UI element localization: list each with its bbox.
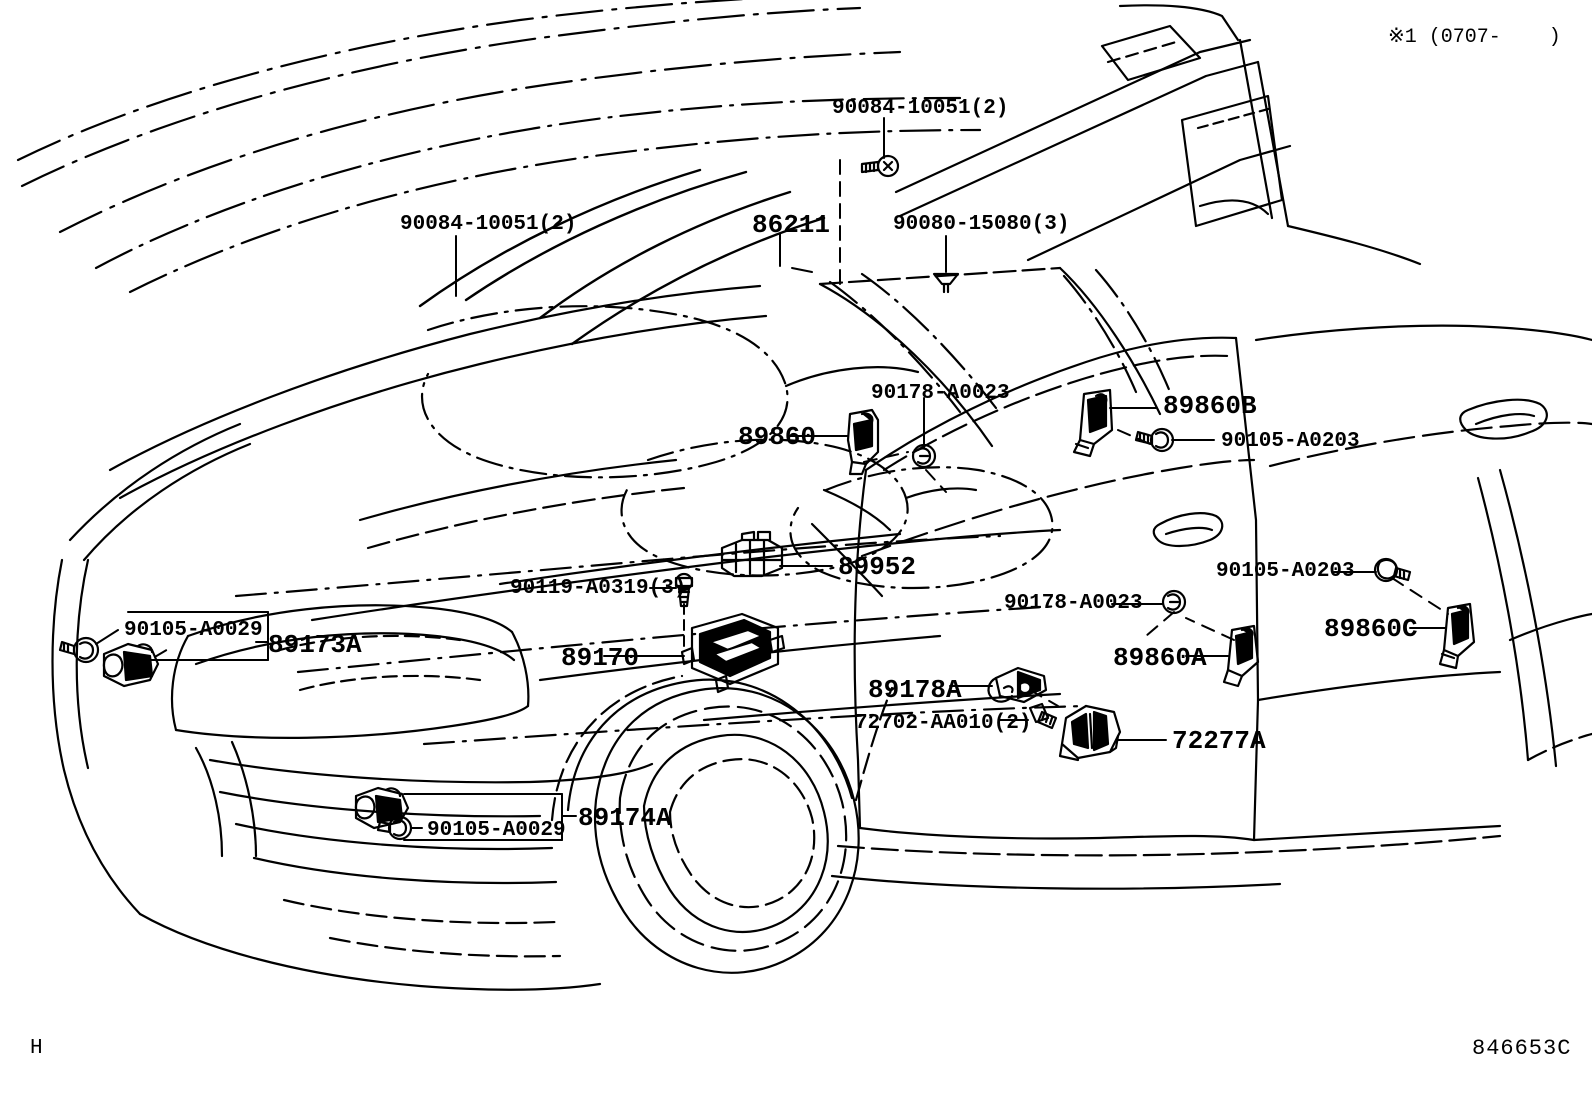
- part-label-89178A: 89178A: [868, 675, 962, 705]
- sensor-89860B: [1072, 388, 1114, 458]
- part-label-89860C: 89860C: [1324, 614, 1418, 644]
- roof-and-pillars: [894, 4, 1422, 266]
- part-label-72702-aa010: 72702-AA010(2): [855, 712, 1032, 735]
- part-label-90084-b: 90084-10051(2): [400, 213, 577, 236]
- leader-lines: [95, 117, 1447, 841]
- bracket-72277A: [1058, 704, 1122, 762]
- cowl-phantom-lines: [94, 96, 982, 294]
- interior-solid-detail: [784, 366, 978, 598]
- part-label-89173A: 89173A: [268, 630, 362, 660]
- screw-72702: [1028, 702, 1058, 730]
- part-label-89860B: 89860B: [1163, 391, 1257, 421]
- bolt-90105-right: [1373, 557, 1412, 583]
- rear-door: [1252, 324, 1592, 842]
- part-label-89170: 89170: [561, 643, 640, 673]
- windshield-sweep: [418, 168, 826, 346]
- part-label-90105-a0029-u: 90105-A0029: [124, 619, 263, 642]
- bolt-90119: [674, 572, 694, 608]
- part-label-note-0707: ※1 (0707- ): [1388, 26, 1561, 49]
- front-door: [853, 336, 1260, 842]
- nut-90178-top: [911, 443, 937, 469]
- part-label-89860A: 89860A: [1113, 643, 1207, 673]
- bolt-90105-top: [1134, 427, 1175, 453]
- part-label-90105-a0203-t: 90105-A0203: [1221, 430, 1360, 453]
- sensor-89178A: [987, 666, 1048, 704]
- part-label-72277A: 72277A: [1172, 726, 1266, 756]
- interior-phantom: [420, 305, 1054, 590]
- clip-90080: [932, 272, 960, 294]
- part-label-89952: 89952: [838, 552, 917, 582]
- nut-90178-bottom: [1161, 589, 1187, 615]
- roof-phantom-lines: [16, 0, 902, 234]
- part-label-90080-15080: 90080-15080(3): [893, 213, 1070, 236]
- sensor-89173A: [102, 642, 160, 688]
- sensor-89860A: [1222, 624, 1260, 688]
- rocker-sill: [830, 834, 1502, 890]
- part-label-90105-a0203-r: 90105-A0203: [1216, 560, 1355, 583]
- bolt-90105-lower: [376, 815, 413, 841]
- part-label-86211: 86211: [752, 210, 831, 240]
- part-label-footer-sheet: 846653C: [1472, 1036, 1572, 1061]
- ecu-89170: [680, 612, 786, 694]
- screw-90084-top: [860, 154, 900, 178]
- part-label-90178-a0023-b: 90178-A0023: [1004, 592, 1143, 615]
- front-body: [51, 284, 768, 991]
- sensor-89860C: [1438, 602, 1476, 670]
- bolt-90105-upper: [58, 636, 100, 664]
- part-label-90178-a0023-t: 90178-A0023: [871, 382, 1010, 405]
- windshield-opening: [818, 266, 1162, 448]
- connector-89952: [720, 530, 784, 578]
- part-label-90105-a0029-l: 90105-A0029: [427, 819, 566, 842]
- part-label-90084-a: 90084-10051(2): [832, 97, 1009, 120]
- part-label-89860: 89860: [738, 422, 817, 452]
- sensor-89860: [846, 408, 880, 476]
- association-dashes: [135, 429, 1449, 819]
- part-label-89174A: 89174A: [578, 803, 672, 833]
- part-label-footer-rev: H: [30, 1037, 43, 1060]
- part-label-90119-a0319: 90119-A0319(3): [510, 577, 687, 600]
- front-wheel: [550, 674, 894, 974]
